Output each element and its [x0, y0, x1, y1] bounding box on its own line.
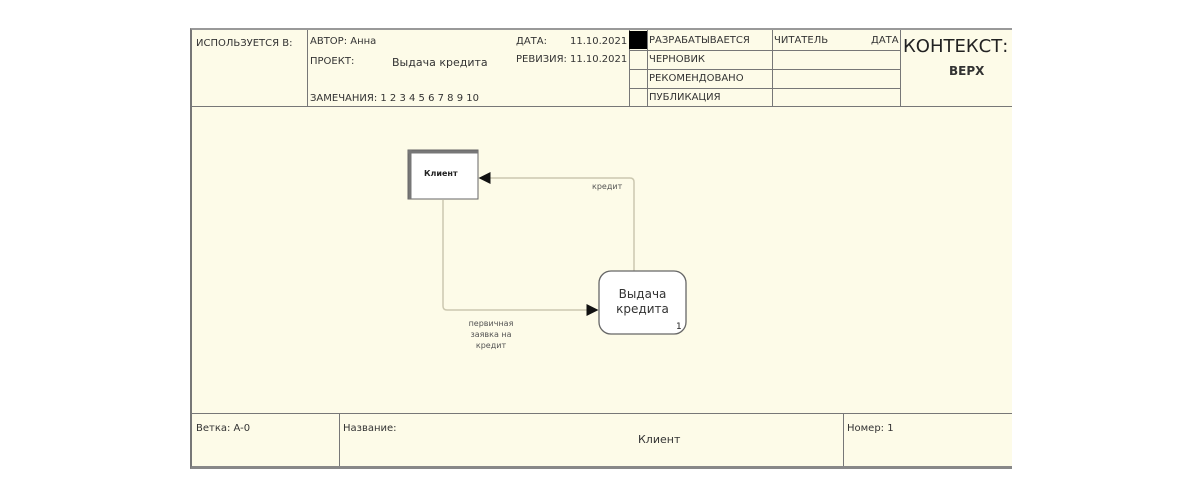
- status-draft: ЧЕРНОВИК: [649, 54, 706, 65]
- author: АВТОР: Анна: [310, 36, 377, 47]
- title-label: Название:: [343, 423, 397, 434]
- number-label: Номер: 1: [847, 423, 894, 434]
- reader-date-label: ДАТА: [871, 35, 899, 46]
- status-marker-active: [629, 31, 647, 49]
- status-recommended: РЕКОМЕНДОВАНО: [649, 73, 744, 84]
- revision-label: РЕВИЗИЯ:: [516, 54, 567, 65]
- external-entity-label: Клиент: [424, 169, 458, 178]
- process-box[interactable]: [598, 270, 687, 335]
- flow-label-credit: кредит: [592, 182, 623, 191]
- used-in-label: ИСПОЛЬЗУЕТСЯ В:: [196, 38, 293, 49]
- divider: [647, 30, 648, 106]
- divider: [629, 69, 900, 70]
- flow-arrow-credit[interactable]: [478, 172, 635, 271]
- divider: [629, 50, 900, 51]
- divider: [772, 30, 773, 106]
- context-value: ВЕРХ: [949, 64, 985, 78]
- date-label: ДАТА:: [516, 36, 547, 47]
- status-developing: РАЗРАБАТЫВАЕТСЯ: [649, 35, 750, 46]
- title-value: Клиент: [638, 433, 681, 446]
- context-label: КОНТЕКСТ:: [903, 36, 1009, 57]
- external-entity-client[interactable]: [407, 149, 479, 200]
- revision-value: 11.10.2021: [570, 54, 628, 65]
- footer-divider: [192, 413, 1012, 414]
- status-publication: ПУБЛИКАЦИЯ: [649, 92, 721, 103]
- notes: ЗАМЕЧАНИЯ: 1 2 3 4 5 6 7 8 9 10: [310, 93, 479, 104]
- divider: [843, 413, 844, 466]
- project-value: Выдача кредита: [392, 56, 488, 69]
- flow-label-request: первичная заявка на кредит: [468, 319, 514, 350]
- date-value: 11.10.2021: [570, 36, 628, 47]
- divider: [629, 30, 630, 106]
- header-divider: [192, 106, 1012, 107]
- process-label: Выдача кредита: [616, 287, 669, 316]
- reader-label: ЧИТАТЕЛЬ: [774, 35, 829, 46]
- node-label: Ветка: A-0: [196, 423, 251, 434]
- project-label: ПРОЕКТ:: [310, 56, 355, 67]
- divider: [629, 88, 900, 89]
- divider: [307, 30, 308, 106]
- divider: [339, 413, 340, 466]
- process-number: 1: [676, 322, 682, 332]
- diagram-frame: ИСПОЛЬЗУЕТСЯ В: АВТОР: Анна ПРОЕКТ: Выда…: [190, 28, 1012, 469]
- divider: [900, 30, 901, 106]
- flow-arrow-request[interactable]: [442, 200, 599, 316]
